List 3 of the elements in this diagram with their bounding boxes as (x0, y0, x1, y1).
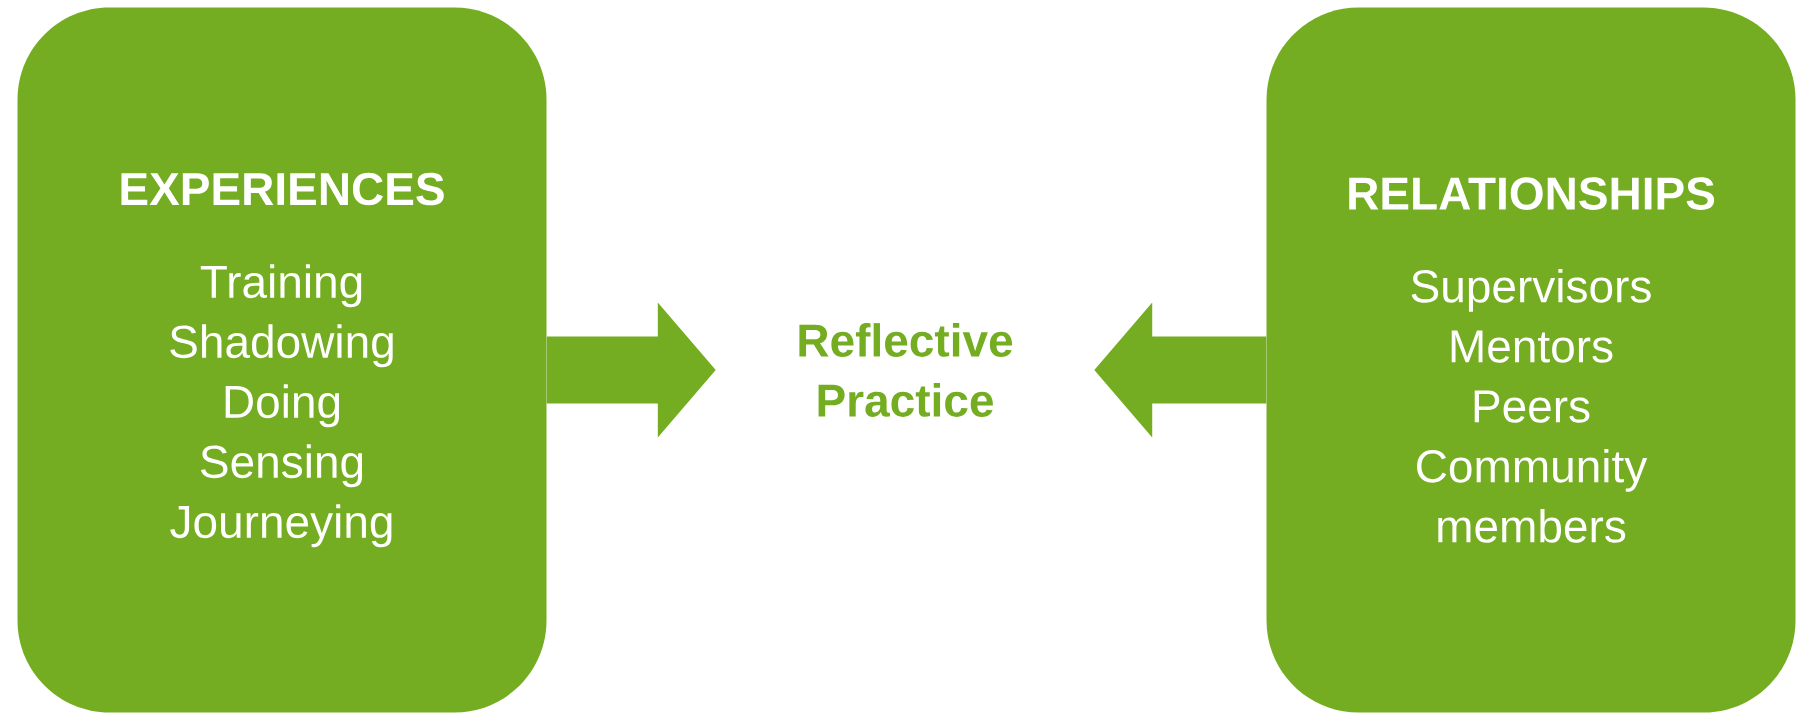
category-box: RELATIONSHIPS Supervisors Mentors Peers Community members (1266, 7, 1796, 713)
category-box: EXPERIENCES Training Shadowing Doing Sensing Journeying (17, 7, 547, 713)
center-label: Reflective Practice (799, 323, 1013, 417)
